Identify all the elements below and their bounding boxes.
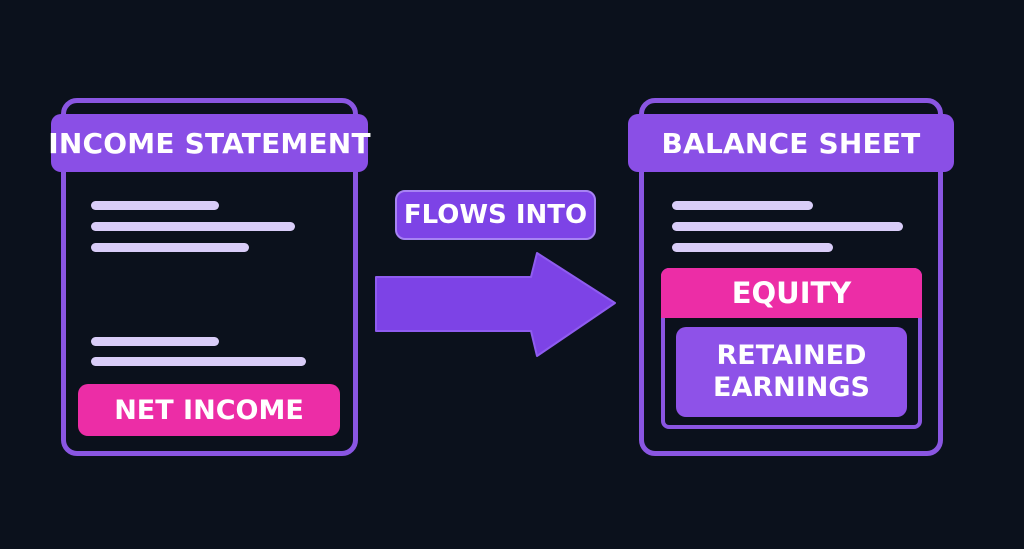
retained-earnings-line-2: EARNINGS — [713, 372, 870, 403]
text-line-placeholder — [91, 222, 295, 231]
text-line-placeholder — [91, 243, 249, 252]
net-income-badge: NET INCOME — [78, 384, 340, 436]
equity-section-header: EQUITY — [661, 268, 922, 318]
text-line-placeholder — [91, 357, 306, 366]
text-line-placeholder — [672, 201, 813, 210]
balance-sheet-header: BALANCE SHEET — [628, 114, 954, 172]
retained-earnings-line-1: RETAINED — [716, 339, 867, 371]
text-line-placeholder — [91, 201, 219, 210]
text-line-placeholder — [672, 222, 903, 231]
income-statement-header: INCOME STATEMENT — [48, 114, 371, 172]
text-line-placeholder — [672, 243, 833, 252]
retained-earnings-box: RETAINED EARNINGS — [676, 327, 907, 417]
flows-into-label: FLOWS INTO — [395, 190, 596, 240]
text-line-placeholder — [91, 337, 219, 346]
